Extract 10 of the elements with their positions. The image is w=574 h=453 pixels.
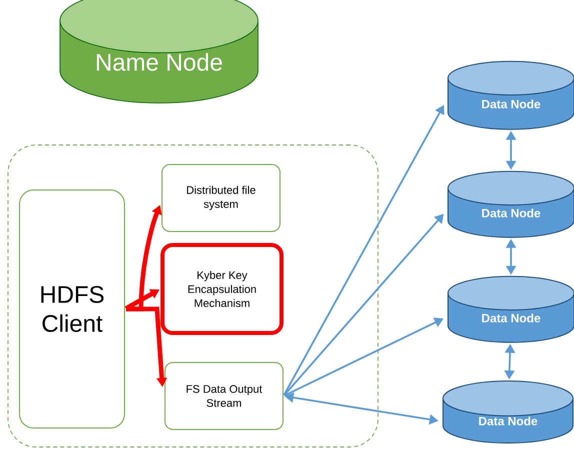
dashed-group-frame [8, 144, 378, 448]
process-box: Distributed file system [162, 164, 280, 232]
process-box: FS Data Output Stream [164, 362, 284, 430]
cylinder: Data Node [448, 276, 574, 343]
process-box: Kyber Key Encapsulation Mechanism [160, 243, 284, 335]
cylinder: Name Node [60, 0, 258, 104]
cylinder: Data Node [442, 380, 574, 444]
process-box: HDFS Client [19, 190, 125, 428]
cylinder: Data Node [448, 60, 574, 130]
cylinder: Data Node [448, 170, 574, 238]
